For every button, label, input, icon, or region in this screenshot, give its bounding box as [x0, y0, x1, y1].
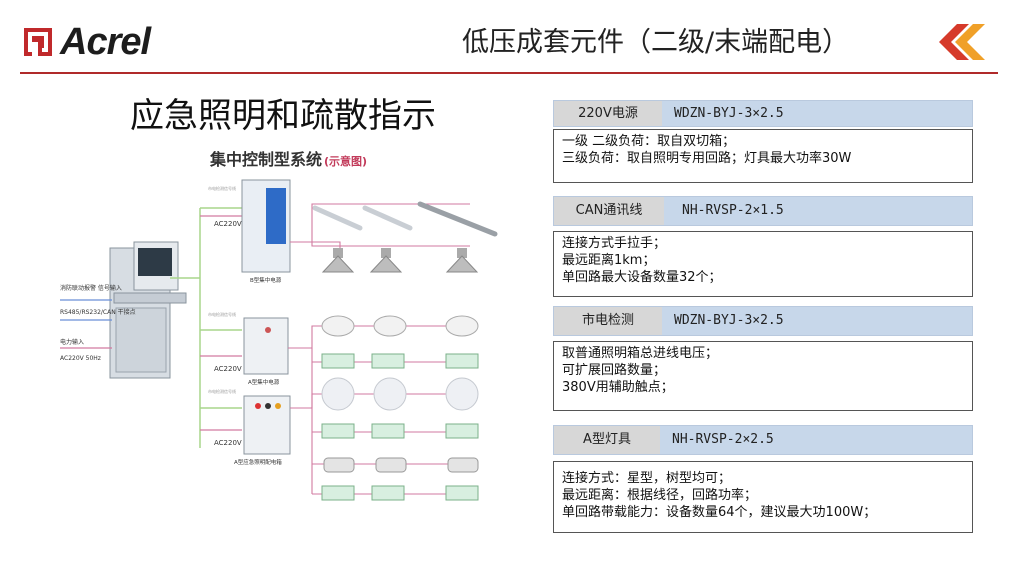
panel-can-comm-header: CAN通讯线 NH-RVSP-2×1.5	[553, 196, 973, 226]
panel-mains-detect-header: 市电检测 WDZN-BYJ-3×2.5	[553, 306, 973, 336]
panel-mains-detect-tag: 市电检测	[554, 307, 662, 335]
linear-lamps	[312, 201, 498, 237]
tiny-label-3: 市电检测信号线	[208, 388, 236, 394]
panel-can-comm-spec: NH-RVSP-2×1.5	[682, 203, 784, 218]
svg-text:A型集中电源: A型集中电源	[248, 378, 280, 386]
cabinet-distribution: A型应急照明配电箱	[234, 395, 291, 466]
panel-220v-power-tag: 220V电源	[554, 101, 662, 126]
panel-type-a-lamp-line-2: 最远距离：根据线径，回路功率；	[562, 488, 758, 503]
panel-220v-power-header: 220V电源 WDZN-BYJ-3×2.5	[553, 100, 973, 127]
panel-mains-detect-line-1: 取普通照明箱总进线电压；	[562, 346, 719, 361]
panel-can-comm-line-2: 最远距离1km；	[562, 253, 656, 268]
panel-can-comm-body: 连接方式手拉手； 最远距离1km； 单回路最大设备数量32个；	[553, 231, 973, 297]
cabinet-b: B型集中电源	[241, 179, 291, 284]
panel-can-comm-line-1: 连接方式手拉手；	[562, 236, 667, 251]
panel-mains-detect-body: 取普通照明箱总进线电压； 可扩展回路数量； 380V用辅助触点；	[553, 341, 973, 411]
highbay-lamps	[321, 248, 479, 273]
panel-mains-detect: 市电检测 WDZN-BYJ-3×2.5 取普通照明箱总进线电压； 可扩展回路数量…	[553, 306, 973, 411]
tiny-label-1: 市电检测信号线	[208, 185, 236, 191]
svg-text:A型应急照明配电箱: A型应急照明配电箱	[234, 458, 282, 466]
panel-type-a-lamp: A型灯具 NH-RVSP-2×2.5 连接方式：星型，树型均可； 最远距离：根据…	[553, 425, 973, 533]
panel-can-comm-line-3: 单回路最大设备数量32个；	[562, 270, 722, 285]
panel-mains-detect-line-2: 可扩展回路数量；	[562, 363, 667, 378]
section-title: 应急照明和疏散指示	[130, 96, 436, 136]
panel-type-a-lamp-tag: A型灯具	[554, 426, 660, 454]
diagram-title-text: 集中控制型系统	[210, 150, 323, 169]
cabinet-a: A型集中电源	[243, 317, 289, 386]
panel-mains-detect-line-3: 380V用辅助触点；	[562, 380, 674, 395]
panel-type-a-lamp-spec: NH-RVSP-2×2.5	[672, 432, 774, 447]
exit-signs	[321, 353, 479, 501]
panel-type-a-lamp-body: 连接方式：星型，树型均可； 最远距离：根据线径，回路功率； 单回路带载能力：设备…	[553, 461, 973, 533]
tiny-label-2: 市电检测信号线	[208, 311, 236, 317]
svg-text:B型集中电源: B型集中电源	[250, 276, 282, 284]
ac-c-label: AC220V	[214, 439, 242, 447]
power-input-label: 电力输入	[60, 338, 84, 346]
panel-220v-power-line-2: 三级负荷：取自照明专用回路；灯具最大功率30W	[562, 151, 852, 166]
diagram-title-note: (示意图)	[324, 155, 368, 168]
system-diagram: 消防联动报警 信号输入 RS485/RS232/CAN 干接点 电力输入 AC2…	[60, 179, 498, 501]
rs485-label: RS485/RS232/CAN 干接点	[60, 308, 136, 316]
acrel-logo-icon	[24, 28, 52, 56]
ac-b-label: AC220V	[214, 220, 242, 228]
panel-can-comm: CAN通讯线 NH-RVSP-2×1.5 连接方式手拉手； 最远距离1km； 单…	[553, 196, 973, 297]
panel-mains-detect-spec: WDZN-BYJ-3×2.5	[674, 313, 784, 328]
ac-a-label: AC220V	[214, 365, 242, 373]
ac-input-label: AC220V 50Hz	[60, 355, 101, 362]
acrel-logo: Acrel	[22, 20, 197, 64]
panel-type-a-lamp-line-1: 连接方式：星型，树型均可；	[562, 471, 732, 486]
brand-name: Acrel	[60, 21, 151, 63]
panel-220v-power-spec: WDZN-BYJ-3×2.5	[674, 106, 784, 121]
panel-type-a-lamp-header: A型灯具 NH-RVSP-2×2.5	[553, 425, 973, 455]
twin-head-lights	[323, 457, 479, 473]
diagram-title: 集中控制型系统(示意图)	[210, 146, 367, 170]
page-title: 低压成套元件（二级/末端配电）	[462, 27, 850, 58]
header-divider	[20, 72, 998, 74]
globe-lamps	[321, 377, 479, 411]
fire-signal-label: 消防联动报警 信号输入	[60, 284, 122, 292]
panel-220v-power: 220V电源 WDZN-BYJ-3×2.5 一级 二级负荷：取自双切箱； 三级负…	[553, 100, 973, 183]
panel-220v-power-body: 一级 二级负荷：取自双切箱； 三级负荷：取自照明专用回路；灯具最大功率30W	[553, 129, 973, 183]
panel-220v-power-line-1: 一级 二级负荷：取自双切箱；	[562, 134, 736, 149]
control-console	[109, 241, 187, 379]
chevron-left-icon	[939, 24, 985, 60]
panel-can-comm-tag: CAN通讯线	[554, 197, 664, 225]
downlights	[321, 315, 479, 337]
panel-type-a-lamp-line-3: 单回路带载能力：设备数量64个，建议最大功100W；	[562, 505, 877, 520]
